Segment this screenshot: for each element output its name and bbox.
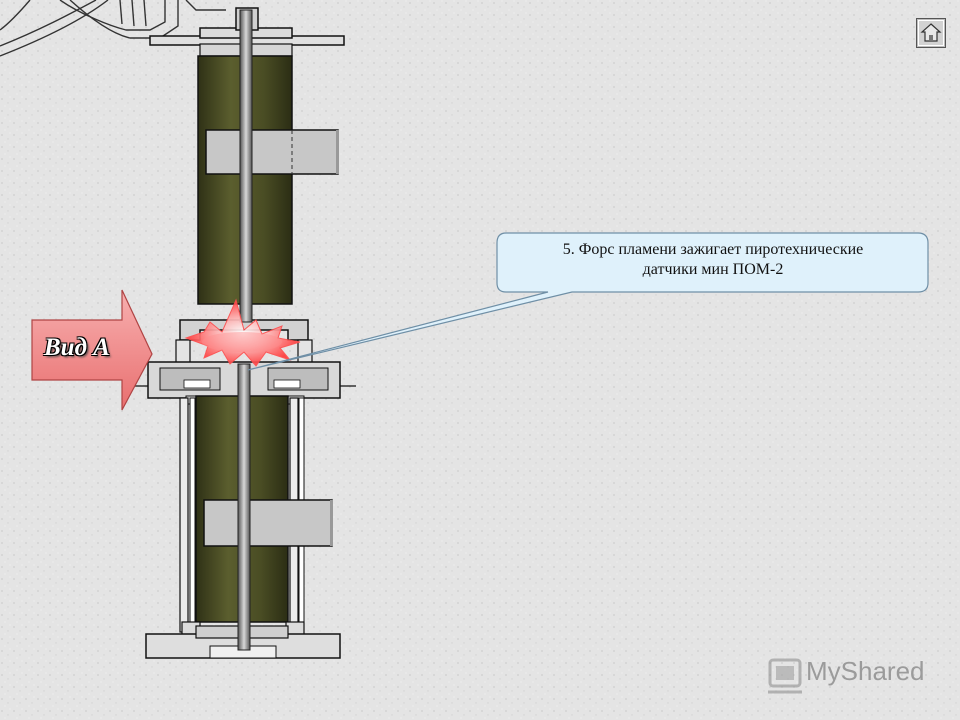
watermark-text: MyShared — [806, 656, 925, 686]
flame-burst — [184, 298, 301, 367]
upper-detonator-band — [205, 129, 339, 175]
view-a-arrow — [31, 289, 153, 411]
callout-text: 5. Форс пламени зажигает пиротехнические… — [500, 240, 926, 280]
lower-detonator-band — [203, 499, 333, 547]
home-button[interactable] — [916, 18, 946, 48]
pyro-sensor-right — [273, 379, 301, 389]
lower-rod — [237, 363, 251, 651]
callout-line-2: датчики мин ПОМ-2 — [642, 261, 784, 278]
callout — [247, 232, 929, 371]
pyro-sensor-left — [183, 379, 211, 389]
home-icon — [916, 18, 946, 48]
callout-line-1: 5. Форс пламени зажигает пиротехнические — [562, 241, 864, 258]
upper-rod — [239, 9, 253, 323]
top-left-fitting-sketch — [0, 0, 226, 57]
view-a-label: Вид А — [44, 334, 110, 361]
watermark-logo-icon — [768, 658, 802, 694]
